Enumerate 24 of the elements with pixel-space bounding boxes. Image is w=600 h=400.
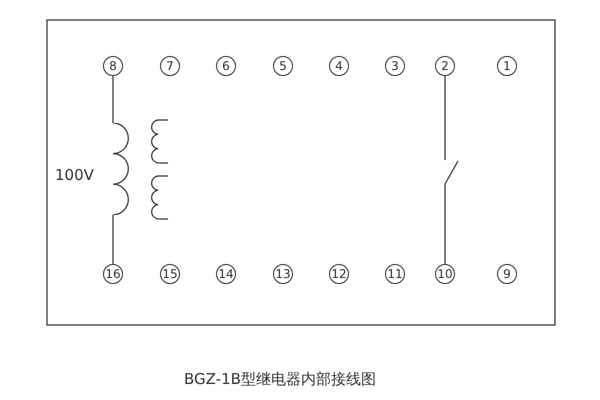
terminal-circle: 13 [273, 264, 293, 284]
wire [444, 184, 446, 264]
terminal-circle: 16 [103, 264, 123, 284]
terminal-circle: 7 [160, 56, 180, 76]
terminal-circle: 14 [216, 264, 236, 284]
wire [112, 76, 114, 123]
voltage-label: 100V [55, 166, 94, 184]
wire [444, 76, 446, 160]
terminal-circle: 11 [385, 264, 405, 284]
terminal-circle: 12 [329, 264, 349, 284]
terminal-circle: 2 [435, 56, 455, 76]
coil-symbol [112, 123, 130, 215]
terminal-circle: 15 [160, 264, 180, 284]
terminal-circle: 3 [385, 56, 405, 76]
terminal-circle: 6 [216, 56, 236, 76]
terminal-circle: 5 [273, 56, 293, 76]
terminal-circle: 1 [497, 56, 517, 76]
switch-contact [444, 160, 460, 185]
wire [112, 215, 114, 264]
diagram-caption: BGZ-1B型继电器内部接线图 [184, 370, 376, 388]
terminal-circle: 10 [435, 264, 455, 284]
terminal-circle: 9 [497, 264, 517, 284]
terminal-circle: 4 [329, 56, 349, 76]
terminal-circle: 8 [103, 56, 123, 76]
